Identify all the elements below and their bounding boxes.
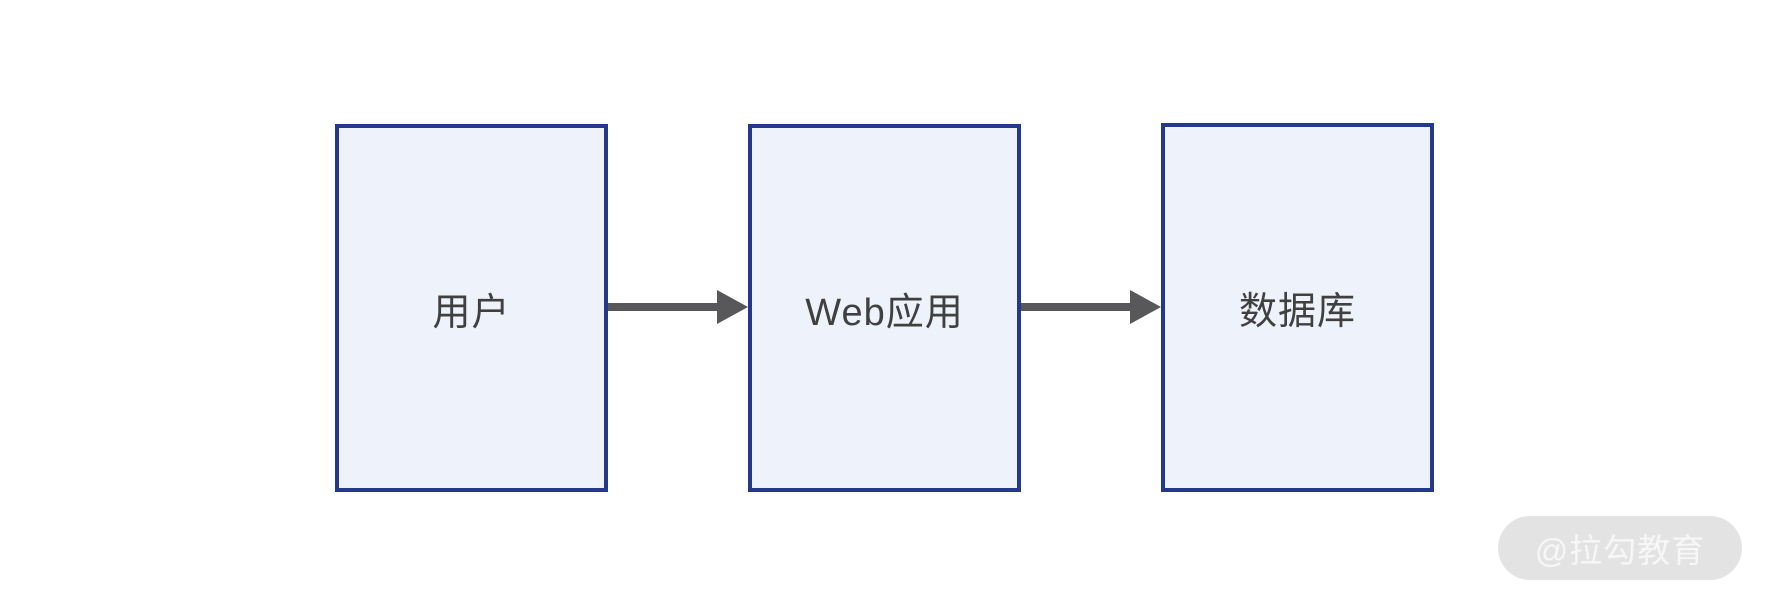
arrow-user-to-webapp [608, 289, 748, 325]
watermark-badge: @拉勾教育 [1498, 516, 1742, 580]
node-database-label: 数据库 [1238, 291, 1356, 333]
arrow-shaft [1021, 303, 1130, 311]
arrow-webapp-to-database [1021, 289, 1161, 325]
arrow-right-icon [1130, 290, 1161, 324]
watermark-text: @拉勾教育 [1534, 532, 1706, 569]
arrow-shaft [608, 303, 717, 311]
node-user: 用户 [335, 124, 608, 492]
node-webapp-label: Web应用 [805, 291, 964, 334]
node-database: 数据库 [1161, 123, 1434, 492]
arrow-right-icon [717, 290, 748, 324]
node-user-label: 用户 [432, 291, 511, 334]
node-webapp: Web应用 [748, 124, 1021, 492]
